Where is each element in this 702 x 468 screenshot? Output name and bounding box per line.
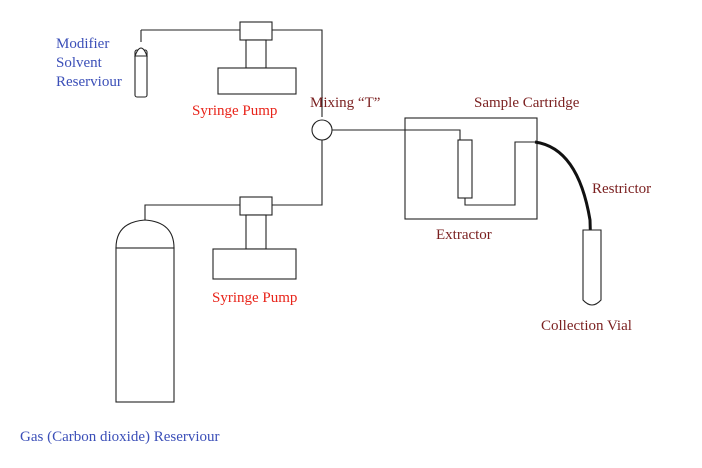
syringe-pump-bottom-label: Syringe Pump	[212, 290, 297, 306]
restrictor-tube	[534, 140, 594, 289]
gas-reservoir-label: Gas (Carbon dioxide) Reserviour	[20, 429, 220, 445]
restrictor-label: Restrictor	[592, 181, 651, 197]
modifier-solvent-reservoir	[134, 30, 148, 98]
modifier-label-line1: Modifier	[56, 36, 109, 52]
mixing-to-cartridge-line	[332, 129, 461, 140]
mixing-t-label: Mixing “T”	[310, 95, 380, 111]
extractor-label: Extractor	[436, 227, 492, 243]
modifier-label-line3: Reserviour	[56, 74, 122, 90]
collection-vial-label: Collection Vial	[541, 318, 632, 334]
cartridge-outlet-line	[464, 141, 535, 206]
syringe-pump-bottom	[212, 196, 297, 280]
extractor-box	[404, 117, 538, 220]
syringe-pump-top-label: Syringe Pump	[192, 103, 277, 119]
bottom-supply-line	[144, 140, 323, 225]
sample-cartridge	[457, 139, 473, 199]
mixing-t-valve	[311, 119, 333, 141]
top-supply-line	[141, 29, 323, 117]
collection-vial	[582, 229, 602, 306]
gas-cylinder	[115, 219, 175, 403]
syringe-pump-top	[217, 21, 297, 95]
sample-cartridge-label: Sample Cartridge	[474, 95, 580, 111]
modifier-label-line2: Solvent	[56, 55, 103, 71]
